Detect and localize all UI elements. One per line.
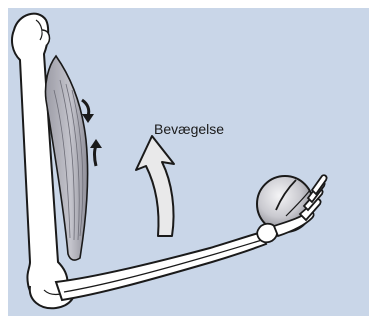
movement-label: Bevægelse — [154, 121, 224, 137]
